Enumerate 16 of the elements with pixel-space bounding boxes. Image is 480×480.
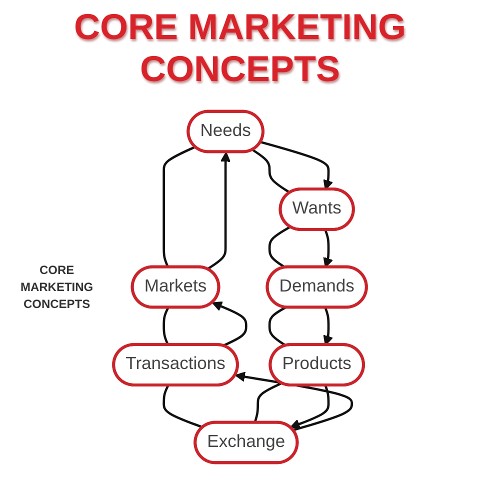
arrow (290, 385, 330, 429)
center-label: CORE MARKETING CONCEPTS (19, 262, 94, 312)
diagram-title: CORE MARKETING CONCEPTS (73, 6, 407, 90)
arrow (323, 230, 334, 268)
connector (162, 384, 204, 429)
arrow (234, 372, 354, 432)
connector (162, 307, 170, 346)
arrow (206, 152, 231, 270)
connector (268, 226, 291, 269)
connector (252, 148, 291, 194)
arrow (212, 302, 248, 347)
connector (268, 306, 287, 347)
connector (162, 146, 196, 268)
connector (254, 382, 282, 424)
arrow (323, 307, 334, 346)
arrow (260, 140, 334, 190)
